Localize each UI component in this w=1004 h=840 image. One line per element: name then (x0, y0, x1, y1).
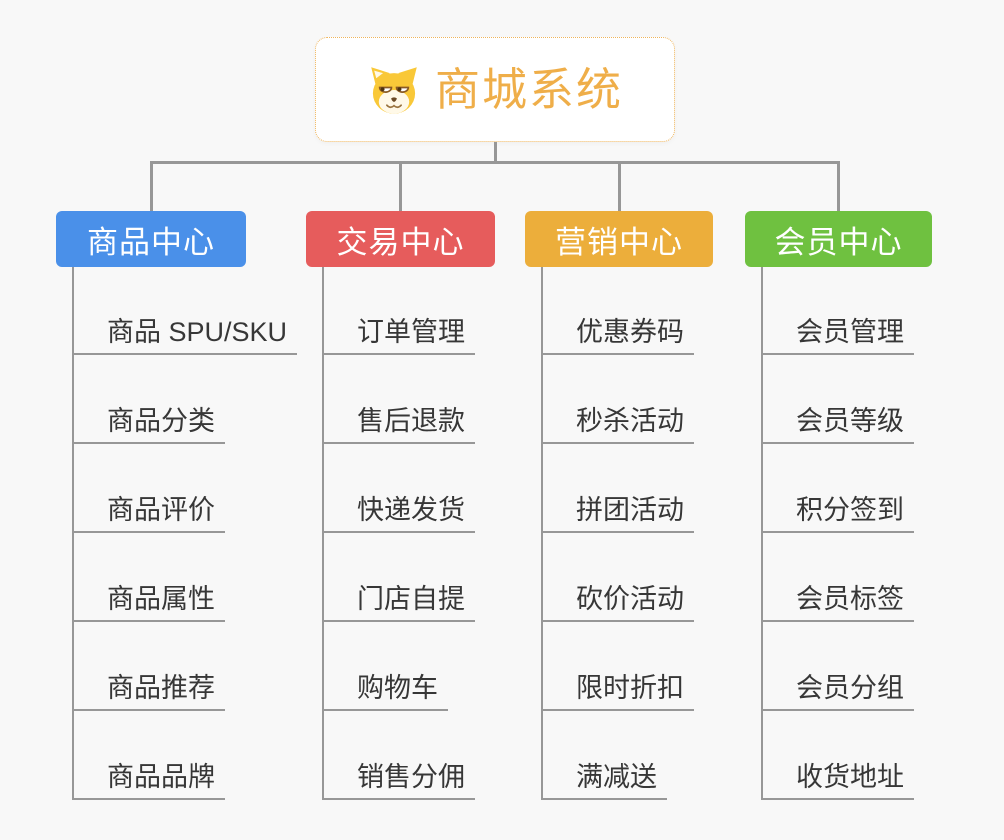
leaf-item-3-1[interactable]: 会员等级 (761, 406, 914, 444)
leaf-item-0-5[interactable]: 商品品牌 (72, 762, 225, 800)
connector-branch-drop-0 (149, 161, 153, 211)
leaf-item-2-1[interactable]: 秒杀活动 (541, 406, 694, 444)
connector-root-drop (493, 142, 497, 164)
leaf-item-2-2[interactable]: 拼团活动 (541, 495, 694, 533)
branch-label: 营销中心 (555, 224, 683, 260)
leaf-item-2-5[interactable]: 满减送 (541, 762, 667, 800)
leaf-item-1-5[interactable]: 销售分佣 (322, 762, 475, 800)
connector-horizontal (149, 161, 840, 164)
leaf-item-3-0[interactable]: 会员管理 (761, 317, 914, 355)
leaf-item-1-2[interactable]: 快递发货 (322, 495, 475, 533)
leaf-item-3-5[interactable]: 收货地址 (761, 762, 914, 800)
leaf-item-0-1[interactable]: 商品分类 (72, 406, 225, 444)
leaf-item-3-2[interactable]: 积分签到 (761, 495, 914, 533)
leaf-item-1-0[interactable]: 订单管理 (322, 317, 475, 355)
leaf-item-1-4[interactable]: 购物车 (322, 673, 448, 711)
leaf-item-0-2[interactable]: 商品评价 (72, 495, 225, 533)
branch-label: 会员中心 (774, 224, 903, 260)
leaf-item-2-3[interactable]: 砍价活动 (541, 584, 694, 622)
leaf-item-2-4[interactable]: 限时折扣 (541, 673, 694, 711)
branch-trunk-0 (72, 267, 74, 800)
leaf-item-1-3[interactable]: 门店自提 (322, 584, 475, 622)
leaf-item-2-0[interactable]: 优惠券码 (541, 317, 694, 355)
branch-trunk-1 (322, 267, 324, 800)
branch-node-2[interactable]: 营销中心 (525, 211, 713, 267)
leaf-item-0-3[interactable]: 商品属性 (72, 584, 225, 622)
branch-node-3[interactable]: 会员中心 (745, 211, 932, 267)
branch-label: 交易中心 (336, 224, 465, 260)
branch-node-0[interactable]: 商品中心 (56, 211, 246, 267)
connector-branch-drop-1 (399, 161, 402, 211)
leaf-item-0-4[interactable]: 商品推荐 (72, 673, 225, 711)
leaf-item-0-0[interactable]: 商品 SPU/SKU (72, 317, 298, 355)
branch-trunk-3 (761, 267, 763, 800)
branch-label: 商品中心 (87, 224, 215, 260)
dog-icon (371, 66, 417, 114)
leaf-item-3-4[interactable]: 会员分组 (761, 673, 914, 711)
leaf-item-3-3[interactable]: 会员标签 (761, 584, 914, 622)
root-node[interactable]: 商城系统 (315, 37, 675, 142)
connector-branch-drop-3 (837, 161, 840, 211)
branch-node-1[interactable]: 交易中心 (306, 211, 495, 267)
root-title: 商城系统 (434, 64, 623, 115)
connector-branch-drop-2 (617, 161, 621, 211)
branch-trunk-2 (541, 267, 543, 800)
leaf-item-1-1[interactable]: 售后退款 (322, 406, 475, 444)
